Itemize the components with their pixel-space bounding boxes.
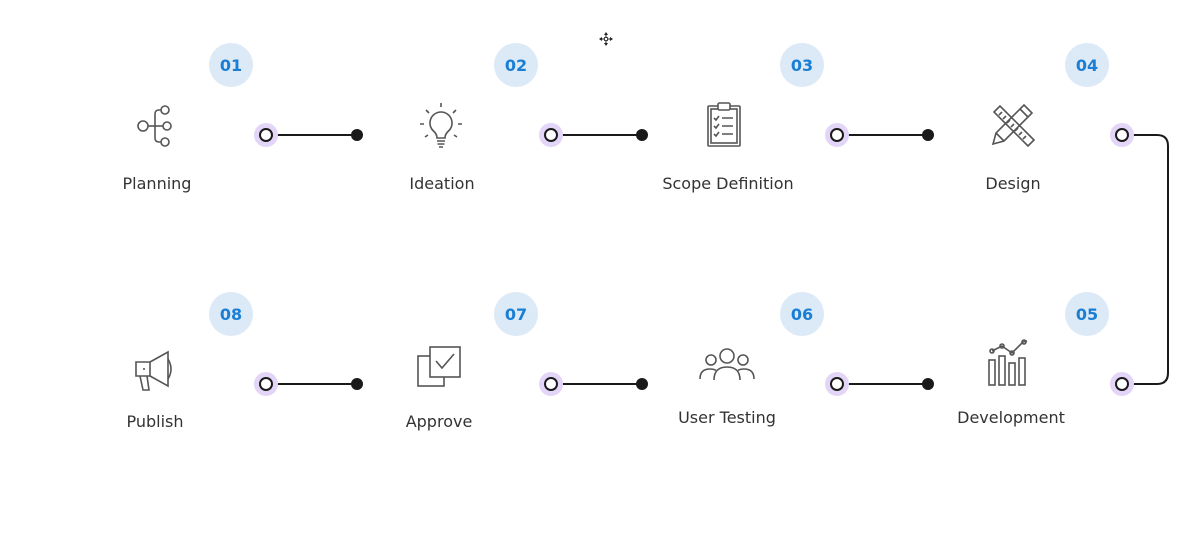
connector-start-node [544,377,558,391]
hierarchy-icon [126,96,186,156]
step-number-badge-03: 03 [780,43,824,87]
step-number-badge-07: 07 [494,292,538,336]
connector-end-node [351,378,363,390]
step-label-ideation: Ideation [409,174,475,193]
step-number-badge-01: 01 [209,43,253,87]
step-number: 04 [1075,55,1099,75]
step-label-design: Design [985,174,1041,193]
connector-wrap-line [1122,134,1169,385]
connector-end-node [636,129,648,141]
connector-start-node [1115,128,1129,142]
connector-start-node [830,128,844,142]
step-label-approve: Approve [405,412,473,431]
connector-start-node [1115,377,1129,391]
connector-start-node [830,377,844,391]
step-number-badge-08: 08 [209,292,253,336]
connector-start-node [259,128,273,142]
lightbulb-icon [411,96,471,156]
checkbox-stack-icon [409,339,469,399]
step-number: 03 [790,55,814,75]
step-number: 02 [504,55,528,75]
step-label-user-testing: User Testing [678,408,776,427]
pencil-ruler-icon [982,96,1042,156]
bar-chart-trend-icon [980,335,1040,395]
step-number-badge-05: 05 [1065,292,1109,336]
step-number-badge-06: 06 [780,292,824,336]
megaphone-icon [126,339,186,399]
step-number: 07 [504,304,528,324]
connector-start-node [544,128,558,142]
connector-end-node [922,129,934,141]
step-label-development: Development [957,408,1065,427]
step-number-badge-04: 04 [1065,43,1109,87]
connector-end-node [636,378,648,390]
user-group-icon [697,335,757,395]
step-number: 01 [219,55,243,75]
connector-end-node [351,129,363,141]
step-number: 05 [1075,304,1099,324]
connector-end-node [922,378,934,390]
step-number: 08 [219,304,243,324]
clipboard-checklist-icon [694,96,754,156]
connector-start-node [259,377,273,391]
move-cursor-icon [599,32,613,46]
step-label-scope-definition: Scope Definition [662,174,794,193]
step-label-planning: Planning [122,174,192,193]
step-number-badge-02: 02 [494,43,538,87]
step-label-publish: Publish [126,412,184,431]
connectors-layer [254,123,1169,396]
step-number: 06 [790,304,814,324]
